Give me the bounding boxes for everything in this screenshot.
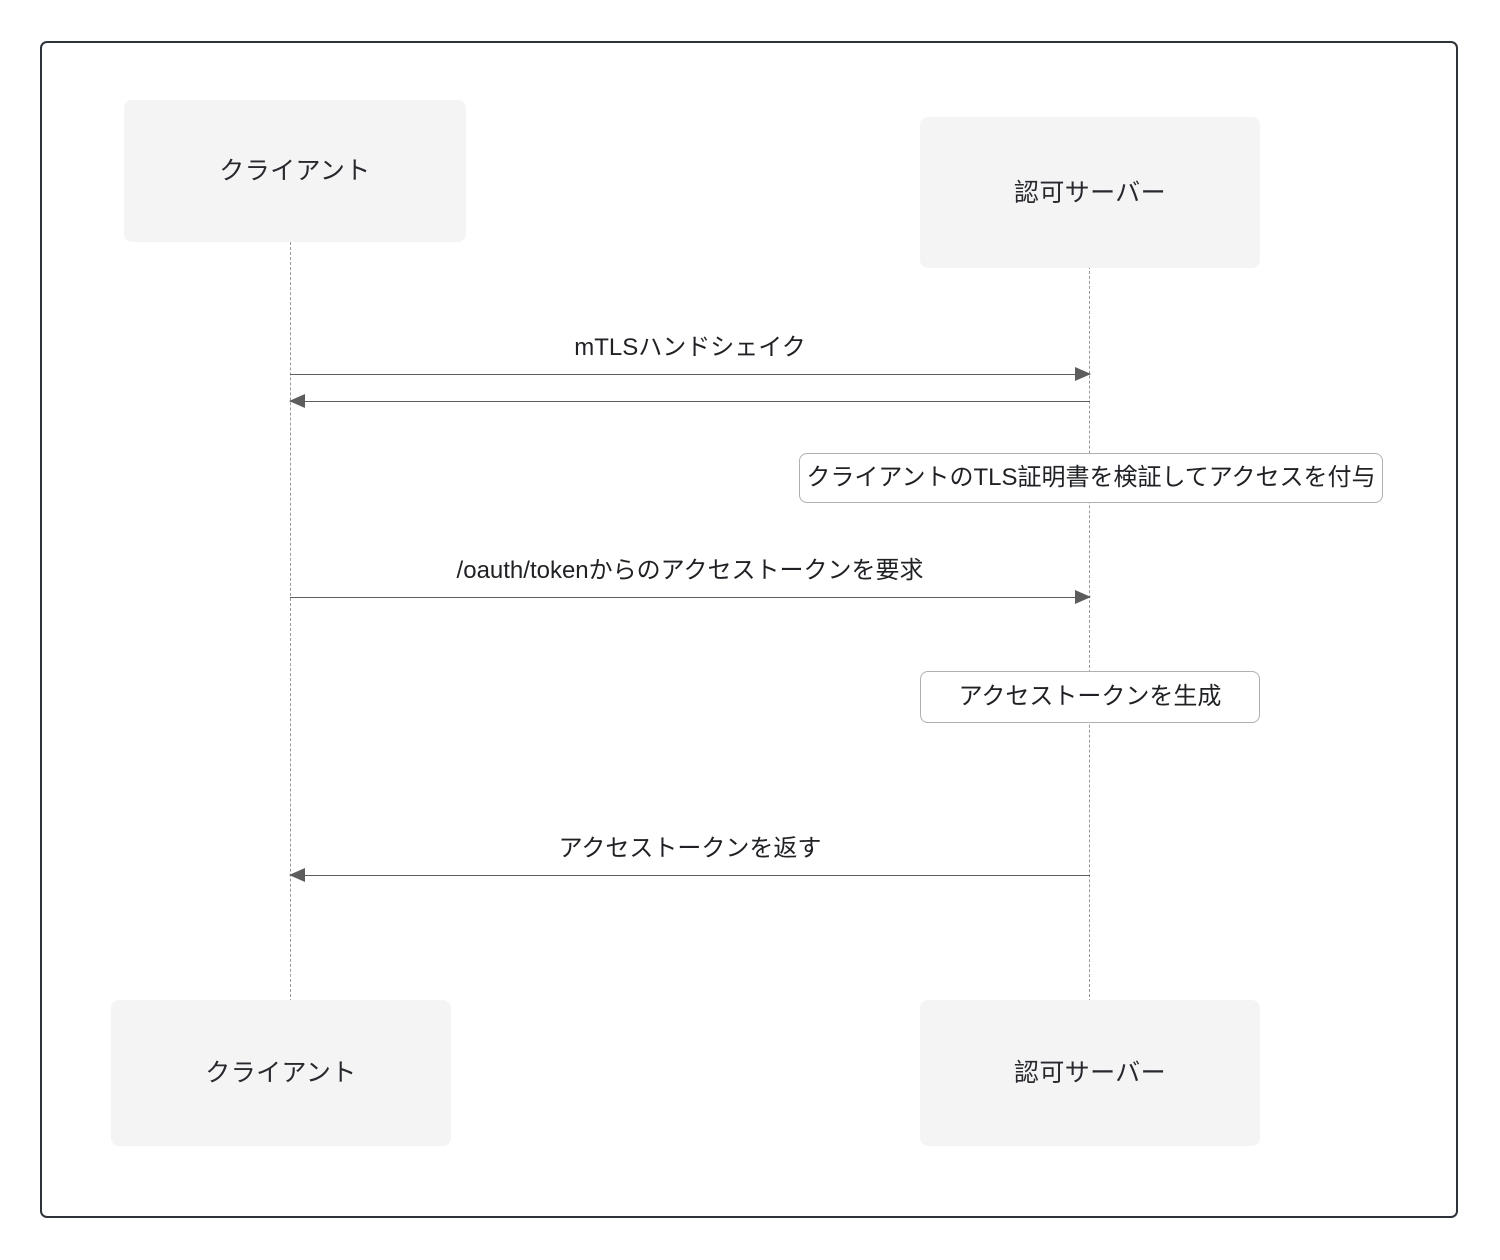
message-return-access-token-label: アクセストークンを返す <box>558 835 822 862</box>
lifeline-client <box>290 242 291 1002</box>
message-request-access-token-label: /oauth/tokenからのアクセストークンを要求 <box>456 557 924 584</box>
participant-client-top-label: クライアント <box>219 157 371 185</box>
participant-auth-server-bottom-label: 認可サーバー <box>1013 1059 1167 1087</box>
note-generate-access-token[interactable]: アクセストークンを生成 <box>920 671 1260 723</box>
arrowhead-left-icon <box>289 394 305 408</box>
note-verify-client-certificate[interactable]: クライアントのTLS証明書を検証してアクセスを付与 <box>799 453 1383 503</box>
arrowhead-right-icon <box>1075 367 1091 381</box>
participant-client-bottom-label: クライアント <box>205 1059 357 1087</box>
participant-client-bottom[interactable]: クライアント <box>111 1000 451 1146</box>
participant-auth-server-top[interactable]: 認可サーバー <box>920 117 1260 268</box>
diagram-frame <box>40 41 1458 1218</box>
message-line <box>290 597 1090 598</box>
note-generate-access-token-label: アクセストークンを生成 <box>958 682 1222 710</box>
message-mtls-handshake-label: mTLSハンドシェイク <box>574 334 806 361</box>
arrowhead-left-icon <box>289 868 305 882</box>
participant-auth-server-top-label: 認可サーバー <box>1013 178 1167 207</box>
participant-client-top[interactable]: クライアント <box>124 100 466 242</box>
message-line <box>290 374 1090 375</box>
message-line <box>290 401 1090 402</box>
message-line <box>290 875 1090 876</box>
arrowhead-right-icon <box>1075 590 1091 604</box>
lifeline-auth-server <box>1089 256 1090 1002</box>
note-verify-client-certificate-label: クライアントのTLS証明書を検証してアクセスを付与 <box>806 463 1376 491</box>
participant-auth-server-bottom[interactable]: 認可サーバー <box>920 1000 1260 1146</box>
